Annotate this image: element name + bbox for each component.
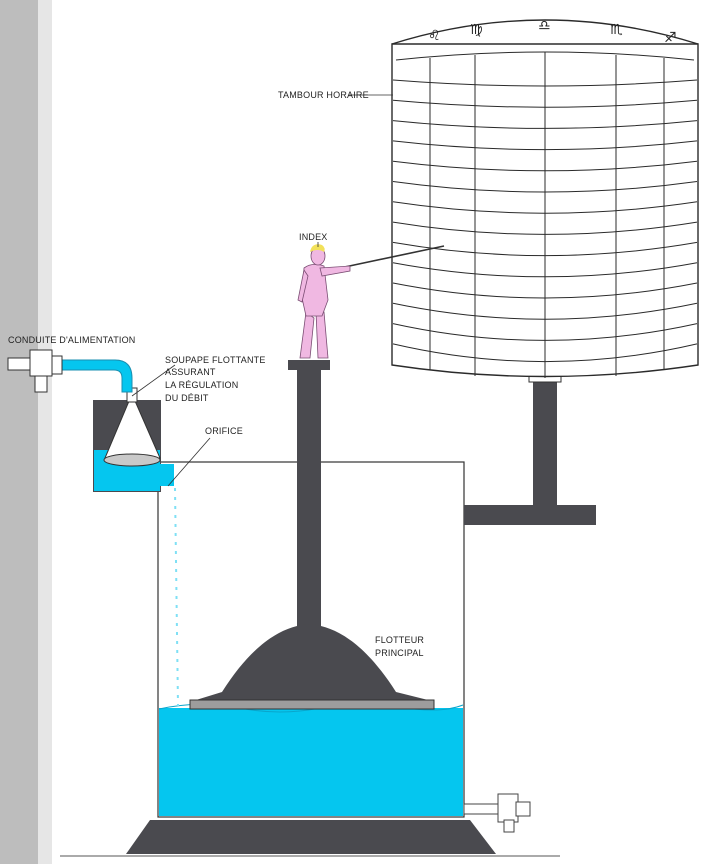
feed-pipe bbox=[49, 359, 133, 393]
drum-hour-line bbox=[392, 282, 698, 299]
rod-cap bbox=[288, 360, 330, 370]
index-figure bbox=[297, 244, 445, 359]
figure-leg-right bbox=[315, 311, 329, 359]
tank-base bbox=[126, 820, 496, 854]
pipe-flange bbox=[51, 355, 63, 375]
drum-hour-line bbox=[392, 262, 698, 278]
figure-hair bbox=[310, 244, 325, 252]
label-soupape-3: LA RÉGULATION bbox=[165, 380, 238, 390]
drum-hour-line bbox=[392, 99, 698, 108]
pipe-inlet bbox=[7, 357, 31, 371]
feed-system bbox=[7, 349, 174, 492]
index-pointer bbox=[339, 245, 445, 269]
float-rod bbox=[297, 366, 321, 636]
zodiac-sign-3: ♎ bbox=[538, 18, 551, 34]
drum-hour-lines bbox=[392, 79, 698, 363]
drain-tap bbox=[463, 793, 531, 833]
drip-stream bbox=[174, 487, 179, 707]
drum-vertical-lines bbox=[429, 52, 665, 378]
pipe-valve-body bbox=[29, 349, 53, 377]
figure-leg-left bbox=[299, 311, 315, 359]
label-orifice: ORIFICE bbox=[205, 426, 243, 436]
drum-hour-line bbox=[392, 323, 698, 341]
orifice-channel bbox=[160, 464, 174, 486]
drum-support bbox=[464, 367, 596, 525]
label-index: INDEX bbox=[299, 232, 328, 242]
drum-shaft bbox=[533, 380, 557, 510]
pipe-valve-stem bbox=[34, 375, 48, 393]
main-float bbox=[189, 360, 435, 710]
label-conduite: CONDUITE D'ALIMENTATION bbox=[8, 335, 136, 345]
drum-hour-line bbox=[392, 181, 698, 193]
label-flotteur-1: FLOTTEUR bbox=[375, 635, 424, 645]
zodiac-sign-1: ♌ bbox=[428, 28, 441, 44]
drum-top-arc bbox=[391, 19, 699, 45]
drum-hour-line bbox=[392, 140, 698, 151]
time-drum: ♌ ♍ ♎ ♏ ♐ bbox=[391, 18, 699, 378]
drum-hour-line bbox=[392, 160, 698, 172]
label-soupape-4: DU DÉBIT bbox=[165, 393, 209, 403]
scan-edge-left bbox=[0, 0, 38, 864]
figure-arm-right bbox=[319, 265, 351, 277]
float-valve-disc bbox=[103, 453, 161, 467]
drum-hour-line bbox=[392, 221, 698, 235]
label-soupape-2: ASSURANT bbox=[165, 367, 216, 377]
drum-arm bbox=[464, 505, 596, 525]
drum-hour-line bbox=[392, 302, 698, 320]
drum-hour-line bbox=[392, 79, 698, 87]
zodiac-sign-2: ♍ bbox=[470, 22, 483, 38]
tank-water bbox=[159, 708, 463, 816]
zodiac-sign-4: ♏ bbox=[610, 22, 623, 38]
drum-hour-line bbox=[392, 201, 698, 214]
zodiac-sign-5: ♐ bbox=[664, 30, 677, 46]
label-tambour-horaire: TAMBOUR HORAIRE bbox=[278, 90, 369, 100]
label-soupape-1: SOUPAPE FLOTTANTE bbox=[165, 355, 266, 365]
scan-edge-fade bbox=[38, 0, 52, 864]
label-flotteur-2: PRINCIPAL bbox=[375, 648, 424, 658]
drum-hour-line bbox=[392, 120, 698, 129]
float-dome bbox=[196, 624, 428, 700]
figure-arm-left bbox=[297, 268, 309, 303]
drum-hour-line bbox=[392, 343, 698, 363]
leader-lines bbox=[131, 94, 393, 487]
float-plate bbox=[189, 699, 435, 710]
